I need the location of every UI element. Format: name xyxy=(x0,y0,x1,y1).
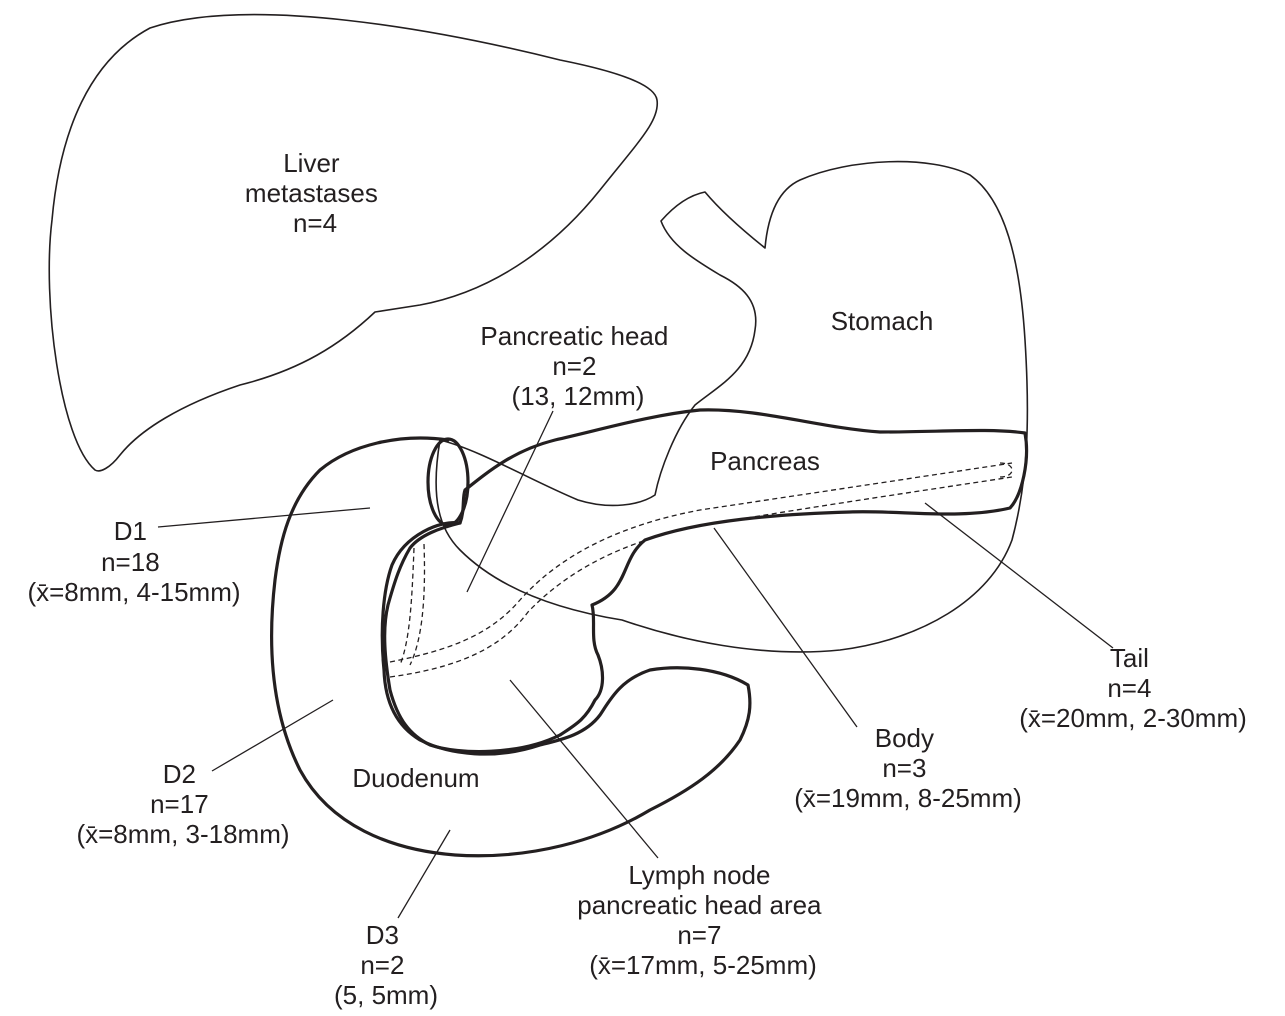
d2-line-2: n=17 xyxy=(150,789,209,819)
d2-annotation: D2 n=17 (x̄=8mm, 3-18mm) xyxy=(76,759,289,849)
duodenal-bulb-opening xyxy=(428,439,468,525)
d1-line-2: n=18 xyxy=(101,547,160,577)
d3-annotation: D3 n=2 (5, 5mm) xyxy=(334,920,438,1010)
liver-annotation: Liver metastases n=4 xyxy=(245,148,385,238)
body-line-1: Body xyxy=(875,723,934,753)
d1-annotation: D1 n=18 (x̄=8mm, 4-15mm) xyxy=(27,516,240,607)
lymph-node-annotation: Lymph node pancreatic head area n=7 (x̄=… xyxy=(577,860,829,980)
pancreatic-head-line-1: Pancreatic head xyxy=(480,321,668,351)
d3-line-1: D3 xyxy=(366,920,399,950)
lymph-node-line-3: n=7 xyxy=(677,920,721,950)
leader-d3 xyxy=(398,830,450,918)
tail-line-1: Tail xyxy=(1110,643,1149,673)
liver-line-2: metastases xyxy=(245,178,378,208)
d3-line-3: (5, 5mm) xyxy=(334,980,438,1010)
leader-pancreatic-head xyxy=(467,411,553,592)
tail-annotation: Tail n=4 (x̄=20mm, 2-30mm) xyxy=(1019,643,1247,733)
body-line-3: (x̄=19mm, 8-25mm) xyxy=(794,783,1022,813)
lymph-node-line-2: pancreatic head area xyxy=(577,890,822,920)
bile-duct-right xyxy=(410,544,424,665)
tail-line-2: n=4 xyxy=(1107,673,1151,703)
pancreatic-duct-lower xyxy=(390,477,1012,677)
d2-line-1: D2 xyxy=(163,759,196,789)
pancreatic-head-annotation: Pancreatic head n=2 (13, 12mm) xyxy=(480,321,675,411)
d2-line-3: (x̄=8mm, 3-18mm) xyxy=(76,819,289,849)
liver-line-1: Liver xyxy=(283,148,340,178)
leader-body xyxy=(714,528,857,727)
lymph-node-line-1: Lymph node xyxy=(628,860,770,890)
body-line-2: n=3 xyxy=(882,753,926,783)
d1-line-1: D1 xyxy=(114,516,147,546)
leader-lymph-node xyxy=(510,680,658,858)
lymph-node-line-4: (x̄=17mm, 5-25mm) xyxy=(589,950,817,980)
pancreatic-head-line-3: (13, 12mm) xyxy=(512,381,645,411)
d3-line-2: n=2 xyxy=(360,950,404,980)
pancreatic-head-line-2: n=2 xyxy=(552,351,596,381)
body-annotation: Body n=3 (x̄=19mm, 8-25mm) xyxy=(794,723,1022,813)
leader-tail xyxy=(925,503,1113,648)
leader-d2 xyxy=(212,700,333,771)
pancreas-label: Pancreas xyxy=(710,446,820,476)
leader-d1 xyxy=(158,508,370,527)
stomach-label: Stomach xyxy=(831,306,934,336)
liver-line-3: n=4 xyxy=(293,208,337,238)
pancreatic-duct-upper xyxy=(390,463,1012,662)
pancreas-outline xyxy=(385,410,1027,752)
tail-line-3: (x̄=20mm, 2-30mm) xyxy=(1019,703,1247,733)
d1-line-3: (x̄=8mm, 4-15mm) xyxy=(27,577,240,607)
duodenum-label: Duodenum xyxy=(352,763,479,793)
